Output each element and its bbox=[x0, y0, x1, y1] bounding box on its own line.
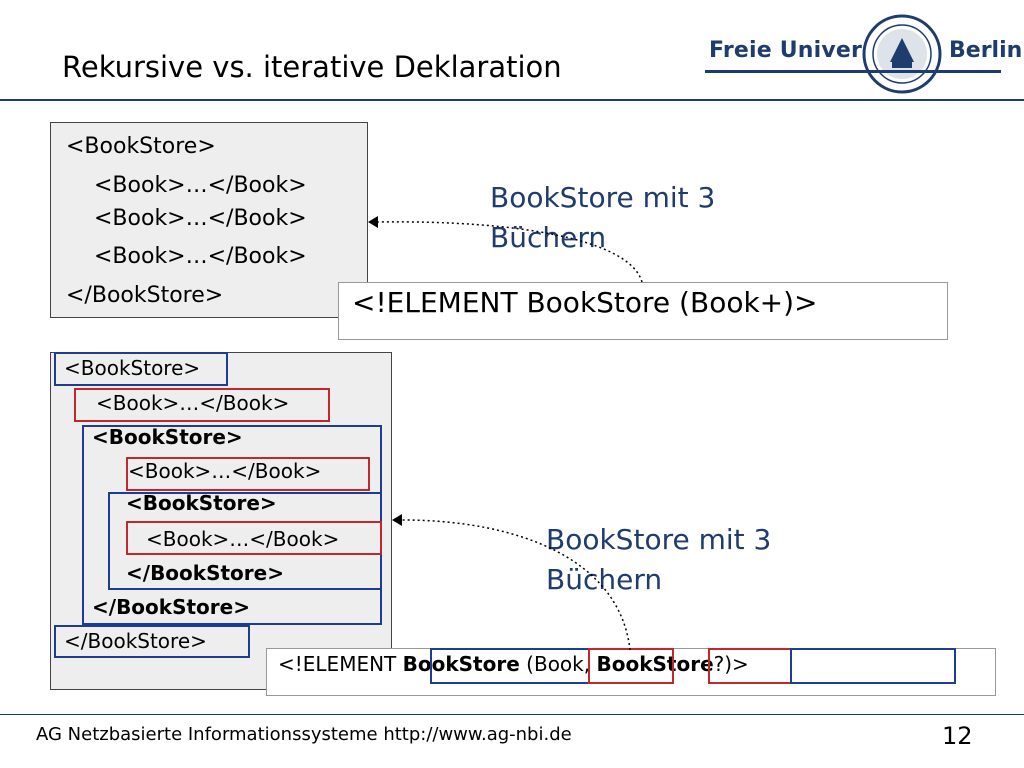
footer-text: AG Netzbasierte Informationssysteme http… bbox=[36, 724, 572, 745]
page-number: 12 bbox=[942, 722, 973, 750]
code-line: <Book>…</Book> bbox=[128, 459, 322, 483]
code-line: <BookStore> bbox=[126, 491, 277, 515]
code-line: <Book>…</Book> bbox=[96, 391, 290, 415]
iterative-declaration-box bbox=[338, 282, 948, 340]
decl-part: BookStore bbox=[596, 652, 714, 676]
book-highlight bbox=[74, 388, 330, 422]
decl-part: Book bbox=[533, 652, 584, 676]
code-line: <BookStore> bbox=[64, 356, 201, 380]
code-line: </BookStore> bbox=[66, 283, 224, 308]
code-line: <Book>…</Book> bbox=[94, 244, 307, 269]
code-line: <Book>…</Book> bbox=[94, 206, 307, 231]
decl-part: <!ELEMENT bbox=[278, 652, 403, 676]
decl-part: ( bbox=[519, 652, 534, 676]
top-label-line1: BookStore mit 3 bbox=[490, 181, 716, 214]
code-line: <BookStore> bbox=[92, 425, 243, 449]
top-label-line2: Büchern bbox=[490, 221, 607, 254]
logo-underline bbox=[705, 70, 1001, 73]
logo-text-right: Berlin bbox=[949, 38, 1023, 63]
code-line: </BookStore> bbox=[92, 595, 250, 619]
decl-rest-highlight bbox=[790, 648, 956, 684]
slide-title: Rekursive vs. iterative Deklaration bbox=[62, 50, 562, 84]
book-highlight bbox=[126, 521, 382, 555]
code-line: </BookStore> bbox=[64, 629, 207, 653]
header-divider bbox=[0, 99, 1024, 101]
code-line: <Book>…</Book> bbox=[94, 173, 307, 198]
iterative-declaration: <!ELEMENT BookStore (Book+)> bbox=[352, 286, 818, 319]
university-seal-icon bbox=[862, 14, 942, 94]
decl-book-highlight bbox=[588, 648, 674, 684]
book-highlight bbox=[126, 457, 370, 491]
bottom-label-line2: Büchern bbox=[546, 563, 663, 596]
code-line: <BookStore> bbox=[66, 134, 216, 159]
recursive-declaration-box bbox=[266, 648, 996, 696]
decl-part: ?)> bbox=[713, 652, 749, 676]
code-line: <Book>…</Book> bbox=[146, 527, 340, 551]
footer-divider bbox=[0, 714, 1024, 715]
bottom-label-line1: BookStore mit 3 bbox=[546, 523, 772, 556]
code-line: </BookStore> bbox=[126, 561, 284, 585]
decl-part: BookStore bbox=[402, 652, 520, 676]
outer-close-highlight bbox=[54, 625, 250, 658]
outer-open-highlight bbox=[54, 352, 228, 386]
decl-part: , bbox=[583, 652, 597, 676]
recursive-declaration: <!ELEMENT BookStore (Book, BookStore?)> bbox=[278, 652, 749, 676]
iterative-code-box bbox=[50, 122, 368, 318]
